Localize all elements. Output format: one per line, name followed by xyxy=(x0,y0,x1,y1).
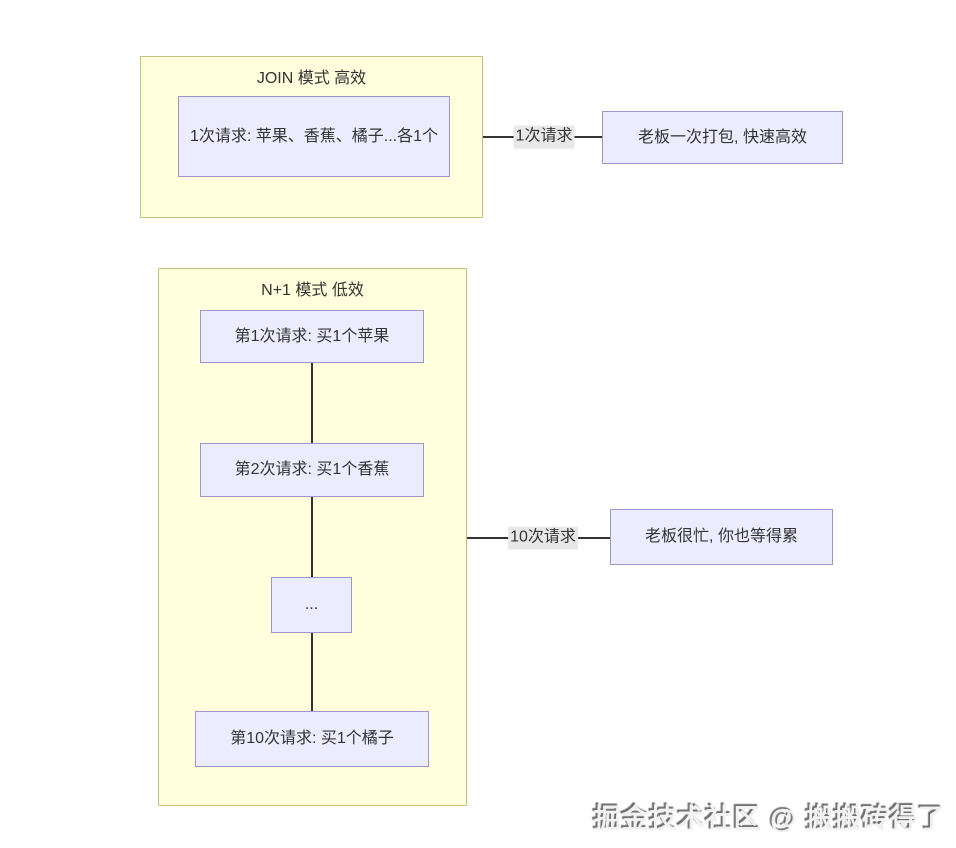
connector-line-2 xyxy=(311,497,313,577)
n1-ellipsis-node: ... xyxy=(271,577,352,633)
join-request-node: 1次请求: 苹果、香蕉、橘子...各1个 xyxy=(178,96,450,177)
watermark-text: 掘金技术社区 @ 搬搬砖得了 xyxy=(593,804,946,834)
join-edge-label: 1次请求 xyxy=(513,125,575,149)
n-plus-1-title: N+1 模式 低效 xyxy=(261,282,364,299)
join-mode-title: JOIN 模式 高效 xyxy=(256,70,367,87)
n1-request-2-node: 第2次请求: 买1个香蕉 xyxy=(200,443,424,497)
n1-edge-label: 10次请求 xyxy=(508,526,578,550)
n1-request-1-node: 第1次请求: 买1个苹果 xyxy=(200,310,424,363)
connector-line-1 xyxy=(311,363,313,443)
join-result-node: 老板一次打包, 快速高效 xyxy=(602,111,843,164)
connector-line-3 xyxy=(311,633,313,711)
n1-request-10-node: 第10次请求: 买1个橘子 xyxy=(195,711,429,767)
n1-result-node: 老板很忙, 你也等得累 xyxy=(610,509,833,565)
